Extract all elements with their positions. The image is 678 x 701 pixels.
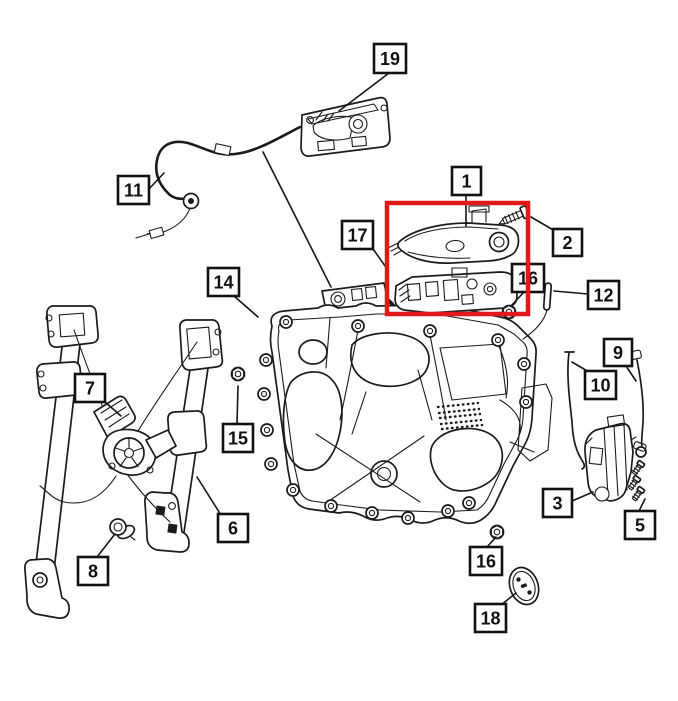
callout-9[interactable]: 9 <box>602 337 634 368</box>
callout-3[interactable]: 3 <box>541 487 574 519</box>
assembly-link-line <box>262 151 332 288</box>
callout-box[interactable] <box>216 512 250 544</box>
callout-19[interactable]: 19 <box>372 42 408 75</box>
grommet-plug <box>508 566 540 606</box>
callout-box[interactable] <box>468 545 504 577</box>
callout-number: 17 <box>347 226 367 246</box>
callout-box[interactable] <box>551 227 584 258</box>
callout-8[interactable]: 8 <box>76 555 110 587</box>
callout-box[interactable] <box>372 42 408 75</box>
callout-box[interactable] <box>623 509 657 541</box>
highlight-box-layer <box>384 200 531 317</box>
leader-callout-12 <box>553 290 589 295</box>
leader-callout-9 <box>625 365 637 382</box>
callout-5[interactable]: 5 <box>623 509 657 541</box>
callout-box[interactable] <box>221 422 255 454</box>
release-cable <box>135 125 302 240</box>
callout-box[interactable] <box>340 219 375 251</box>
vent-grid <box>436 401 484 431</box>
callout-number: 12 <box>593 286 613 306</box>
callout-box[interactable] <box>541 487 574 519</box>
callout-17[interactable]: 17 <box>340 219 375 251</box>
hex-nut-16-lower <box>489 524 505 540</box>
callout-number: 8 <box>88 562 98 582</box>
callout-number: 7 <box>85 379 95 399</box>
callout-box[interactable] <box>602 337 634 368</box>
regulator-left-rail <box>24 305 99 619</box>
callout-18[interactable]: 18 <box>473 602 508 634</box>
leader-callout-2 <box>530 216 556 232</box>
leader-callout-15 <box>236 385 239 425</box>
callout-14[interactable]: 14 <box>206 266 241 298</box>
callout-15[interactable]: 15 <box>221 422 255 454</box>
leader-callout-19 <box>338 72 390 112</box>
callout-number: 15 <box>228 429 248 449</box>
callout-box[interactable] <box>473 602 508 634</box>
callout-number: 14 <box>213 273 233 293</box>
leader-callout-14 <box>233 295 259 318</box>
callout-box[interactable] <box>206 266 241 298</box>
callout-number: 5 <box>635 516 645 536</box>
leader-callout-16-upper <box>510 291 525 307</box>
regulator-motor <box>39 329 198 523</box>
door-latch <box>584 414 637 502</box>
callout-number: 11 <box>124 181 143 201</box>
callout-number: 18 <box>480 609 500 629</box>
leader-callout-5 <box>638 498 646 512</box>
callout-12[interactable]: 12 <box>586 279 621 311</box>
callout-box[interactable] <box>583 369 618 401</box>
callout-number: 9 <box>613 343 623 363</box>
callout-box[interactable] <box>450 165 483 197</box>
lock-rod-outer <box>564 351 586 470</box>
callout-box[interactable] <box>116 174 151 206</box>
shoulder-bolt <box>109 518 136 541</box>
regulator-right-rail <box>144 319 224 553</box>
door-module-panel <box>257 301 553 525</box>
callout-16-lower[interactable]: 16 <box>468 545 504 577</box>
hex-nut-15 <box>230 366 246 382</box>
callout-number: 10 <box>590 376 610 396</box>
leader-callout-3 <box>571 491 594 502</box>
callout-number: 2 <box>562 233 572 253</box>
callout-number: 1 <box>461 172 471 192</box>
leader-lines <box>96 72 646 606</box>
callout-10[interactable]: 10 <box>583 369 618 401</box>
callout-box[interactable] <box>76 555 110 587</box>
callout-2[interactable]: 2 <box>551 227 584 258</box>
callout-6[interactable]: 6 <box>216 512 250 544</box>
selected-part-highlight <box>384 200 531 317</box>
leader-callout-8 <box>96 533 116 558</box>
callout-1[interactable]: 1 <box>450 165 483 197</box>
handle-carrier-bracket <box>394 267 518 314</box>
callout-number: 6 <box>228 519 238 539</box>
leader-callout-16-lower <box>486 536 497 548</box>
link-pin <box>522 282 553 340</box>
leader-callout-11 <box>148 172 165 190</box>
callout-box[interactable] <box>586 279 621 311</box>
callout-7[interactable]: 7 <box>73 372 107 404</box>
window-regulator <box>24 305 224 619</box>
handle-reinforcement-bracket <box>300 96 391 157</box>
callout-number: 19 <box>380 49 400 69</box>
callout-11[interactable]: 11 <box>116 174 151 206</box>
callout-number: 3 <box>552 494 562 514</box>
leader-callout-7 <box>103 400 122 417</box>
callout-number: 16 <box>476 552 496 572</box>
leader-callout-6 <box>196 476 222 516</box>
exterior-handle-assembly <box>387 205 520 264</box>
callout-box[interactable] <box>73 372 107 404</box>
